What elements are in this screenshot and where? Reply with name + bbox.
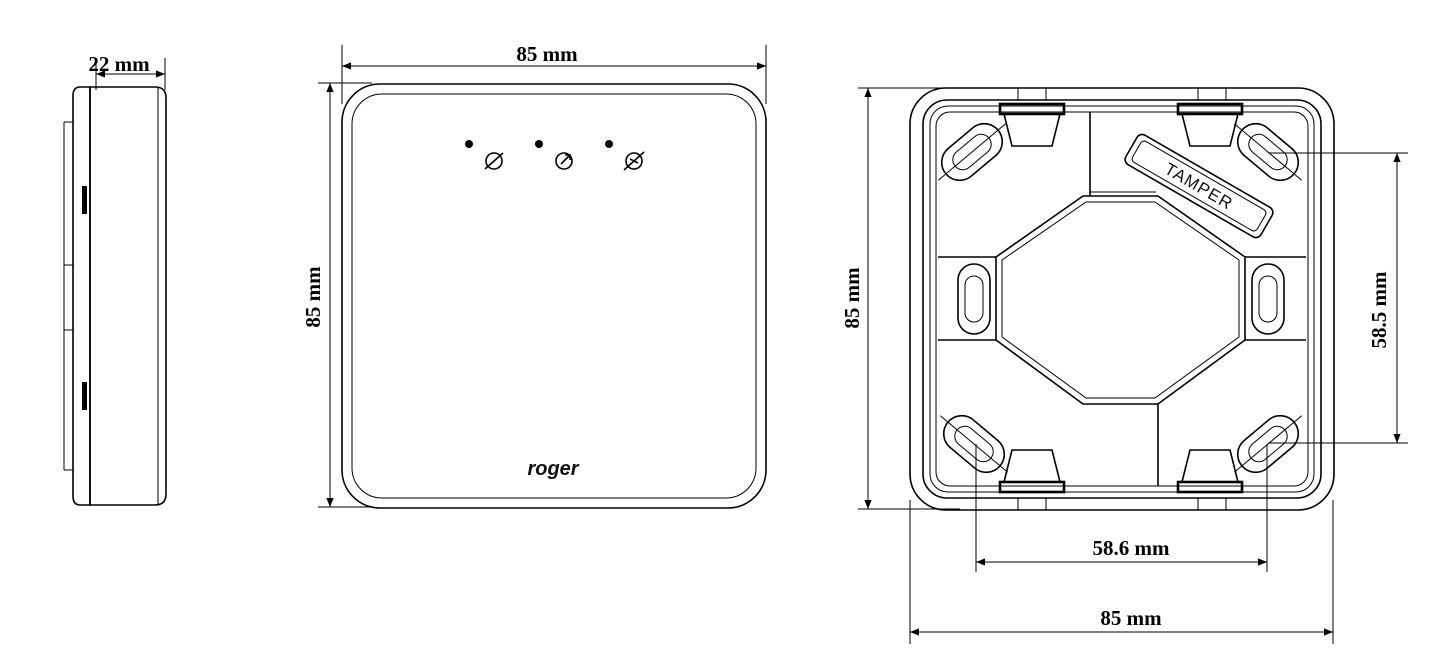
side-width-label: 22 mm (88, 52, 150, 76)
side-clip-top (82, 186, 87, 214)
led-dot-1 (465, 140, 473, 148)
hole-vertical-label: 58.5 mm (1367, 271, 1391, 348)
left-slot (957, 263, 991, 335)
base-outline (909, 87, 1335, 511)
tamper-switch: TAMPER (1124, 133, 1274, 239)
hole-horizontal-label: 58.6 mm (1093, 536, 1170, 560)
led-unlink-icon (623, 151, 645, 171)
side-view: 22 mm (63, 52, 167, 506)
front-housing-inner (351, 93, 757, 499)
led-dot-3 (605, 140, 613, 148)
brand-logo: roger (527, 458, 579, 480)
side-base (72, 86, 90, 506)
mount-hole-bottom-left (939, 414, 1009, 474)
front-view: 85 mm 85 mm roger (301, 42, 767, 509)
led-dot-2 (535, 140, 543, 148)
side-clip-bottom (82, 382, 87, 410)
right-slot (1251, 263, 1285, 335)
back-height-label: 85 mm (840, 267, 864, 329)
mount-hole-bottom-right (1233, 414, 1303, 474)
front-height-label: 85 mm (301, 266, 325, 328)
back-view: 85 mm (840, 87, 1408, 644)
side-body (89, 86, 167, 506)
led-link-icon (484, 152, 504, 170)
led-power-icon (555, 152, 573, 170)
front-housing-outline (341, 83, 767, 509)
front-width-label: 85 mm (516, 42, 578, 66)
cable-opening-octagon (995, 195, 1246, 405)
mount-hole-top-left (937, 122, 1007, 182)
latch-bottom-left (998, 449, 1066, 494)
latch-top-left (998, 102, 1066, 147)
latch-top-right (1176, 102, 1244, 147)
back-width-label: 85 mm (1100, 606, 1162, 630)
latch-bottom-right (1176, 449, 1244, 494)
mount-hole-top-right (1233, 122, 1303, 182)
